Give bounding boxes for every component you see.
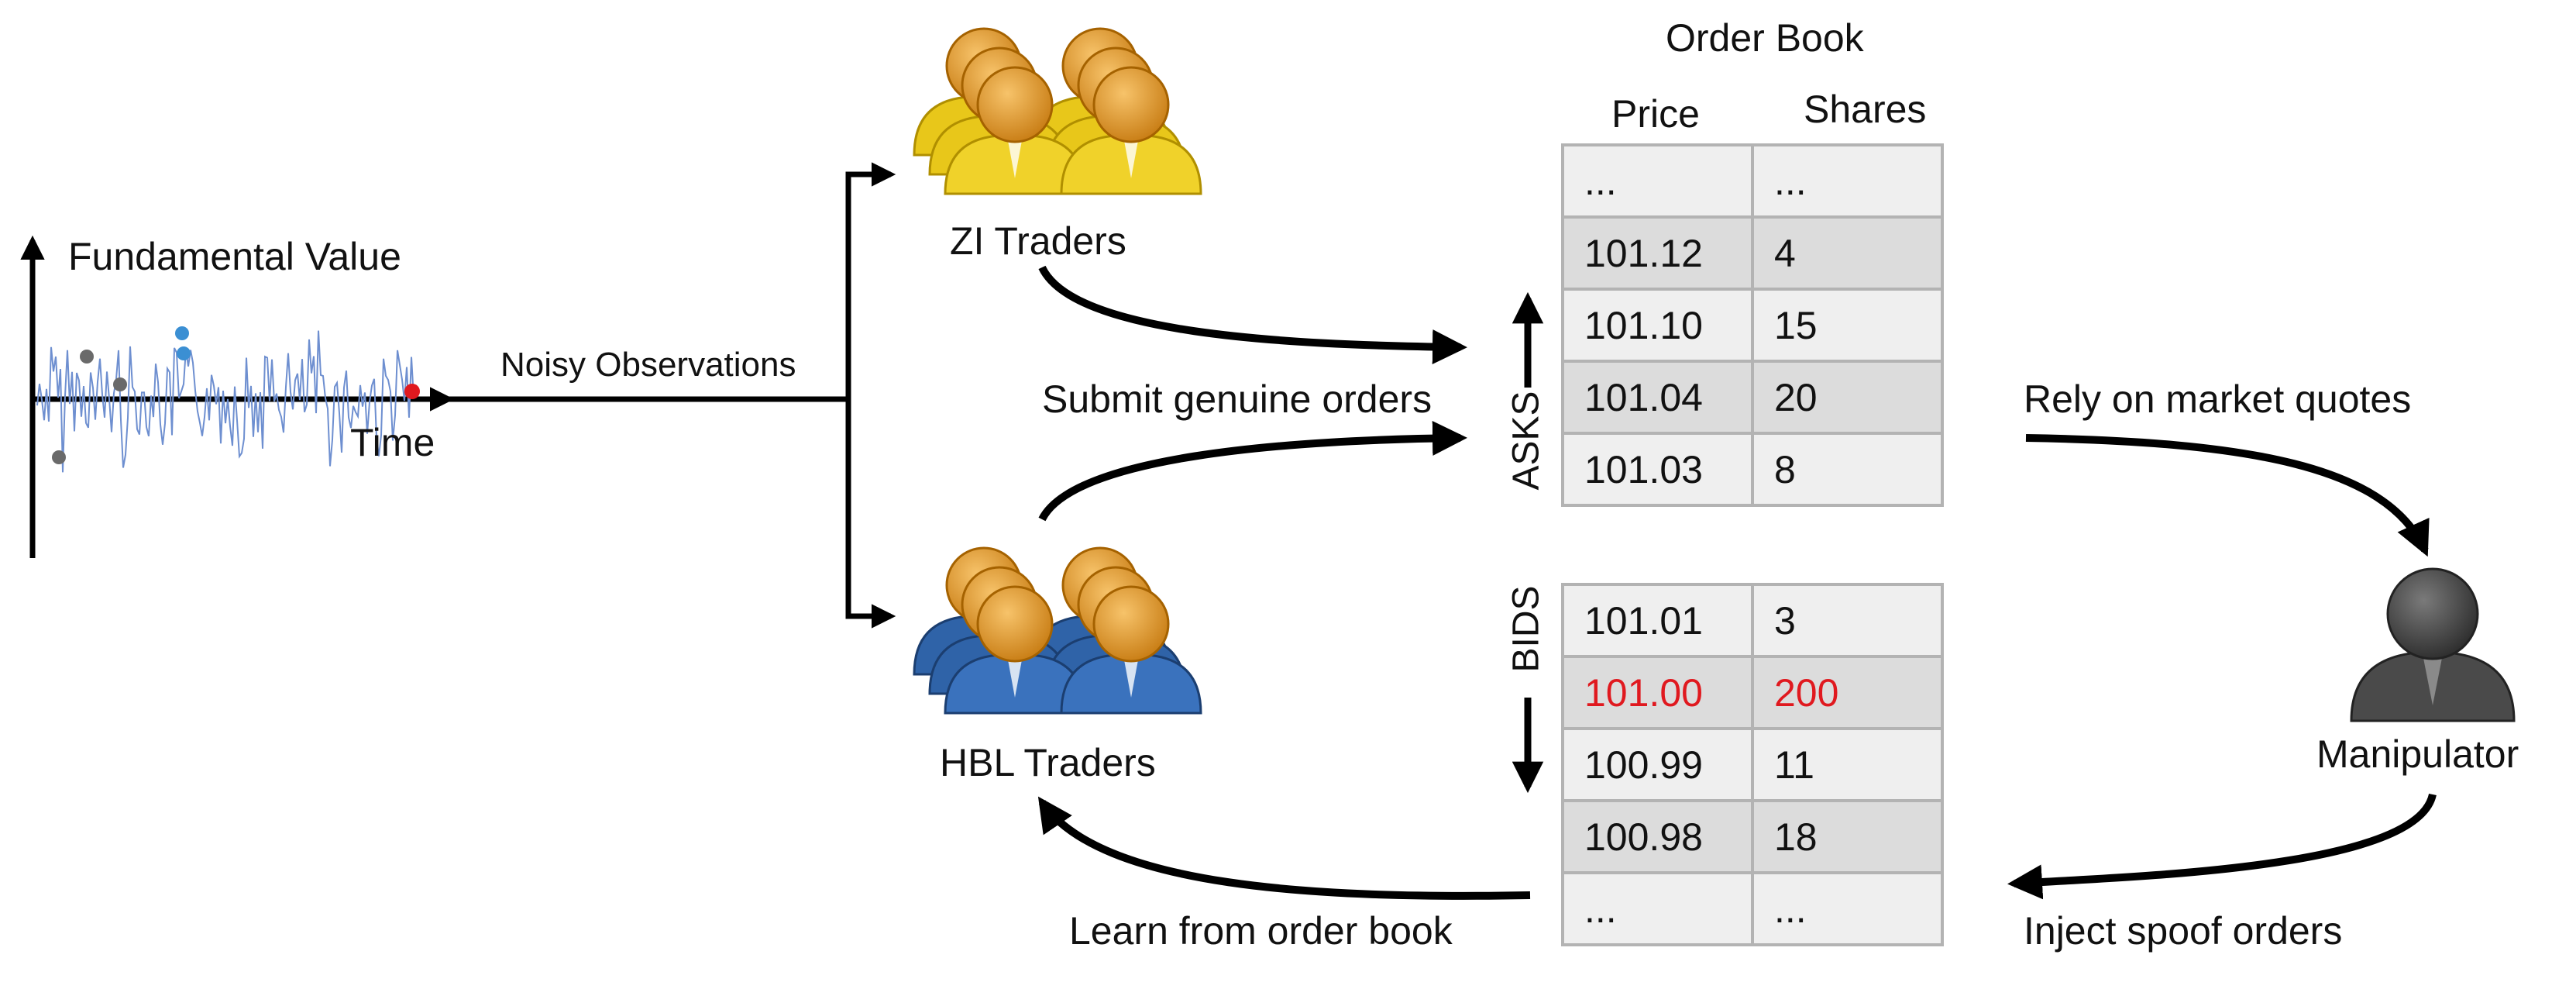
shares-cell: 3	[1751, 583, 1944, 658]
submit-orders-label: Submit genuine orders	[1042, 377, 1432, 421]
shares-cell: 20	[1751, 360, 1944, 435]
noise-trace	[36, 330, 414, 473]
price-cell: 101.10	[1561, 288, 1754, 363]
observation-dot	[80, 350, 94, 364]
price-cell: 100.99	[1561, 727, 1754, 802]
book-to-hbl-arrow	[1037, 796, 1531, 900]
shares-cell: 200	[1751, 655, 1944, 730]
shares-cell: 4	[1751, 215, 1944, 291]
order-book-title: Order Book	[1666, 16, 1864, 60]
hbl-traders-icon	[913, 546, 1202, 715]
price-cell: 101.04	[1561, 360, 1754, 435]
observation-dot	[175, 326, 189, 340]
noisy-observations-arrow	[430, 162, 896, 629]
manipulator-icon	[2350, 567, 2516, 722]
observation-dot-red	[404, 384, 420, 399]
price-column-header: Price	[1611, 92, 1700, 136]
price-cell: ...	[1561, 871, 1754, 946]
price-cell: 101.01	[1561, 583, 1754, 658]
manipulator-to-book-arrow	[2007, 793, 2437, 900]
table-row: ......	[1561, 143, 1944, 219]
price-cell: 101.00	[1561, 655, 1754, 730]
price-cell: ...	[1561, 143, 1754, 219]
shares-cell: ...	[1751, 871, 1944, 946]
price-cell: 101.03	[1561, 432, 1754, 507]
noisy-observations-label: Noisy Observations	[500, 346, 796, 384]
book-to-manipulator-arrow	[2025, 434, 2430, 557]
observation-dot	[113, 377, 127, 391]
plot-title: Fundamental Value	[68, 235, 401, 278]
zi-to-asks-arrow	[1038, 265, 1467, 365]
bids-label: BIDS	[1505, 585, 1547, 673]
observation-dot	[177, 346, 191, 360]
plot-x-label: Time	[350, 421, 435, 464]
zi-traders-label: ZI Traders	[950, 219, 1126, 263]
hbl-traders-label: HBL Traders	[940, 741, 1156, 784]
shares-column-header: Shares	[1804, 88, 1927, 131]
shares-cell: 11	[1751, 727, 1944, 802]
table-row: ......	[1561, 871, 1944, 946]
fundamental-value-plot	[20, 235, 455, 558]
asks-label: ASKS	[1505, 391, 1547, 491]
manipulator-label: Manipulator	[2316, 732, 2519, 776]
hbl-to-asks-arrow	[1038, 420, 1467, 522]
price-cell: 100.98	[1561, 799, 1754, 874]
shares-cell: 15	[1751, 288, 1944, 363]
zi-traders-icon	[913, 27, 1202, 195]
observation-dot	[52, 450, 66, 464]
learn-book-label: Learn from order book	[1069, 909, 1453, 953]
price-cell: 101.12	[1561, 215, 1754, 291]
shares-cell: ...	[1751, 143, 1944, 219]
inject-spoof-label: Inject spoof orders	[2024, 909, 2343, 953]
rely-quotes-label: Rely on market quotes	[2024, 377, 2412, 421]
shares-cell: 18	[1751, 799, 1944, 874]
shares-cell: 8	[1751, 432, 1944, 507]
